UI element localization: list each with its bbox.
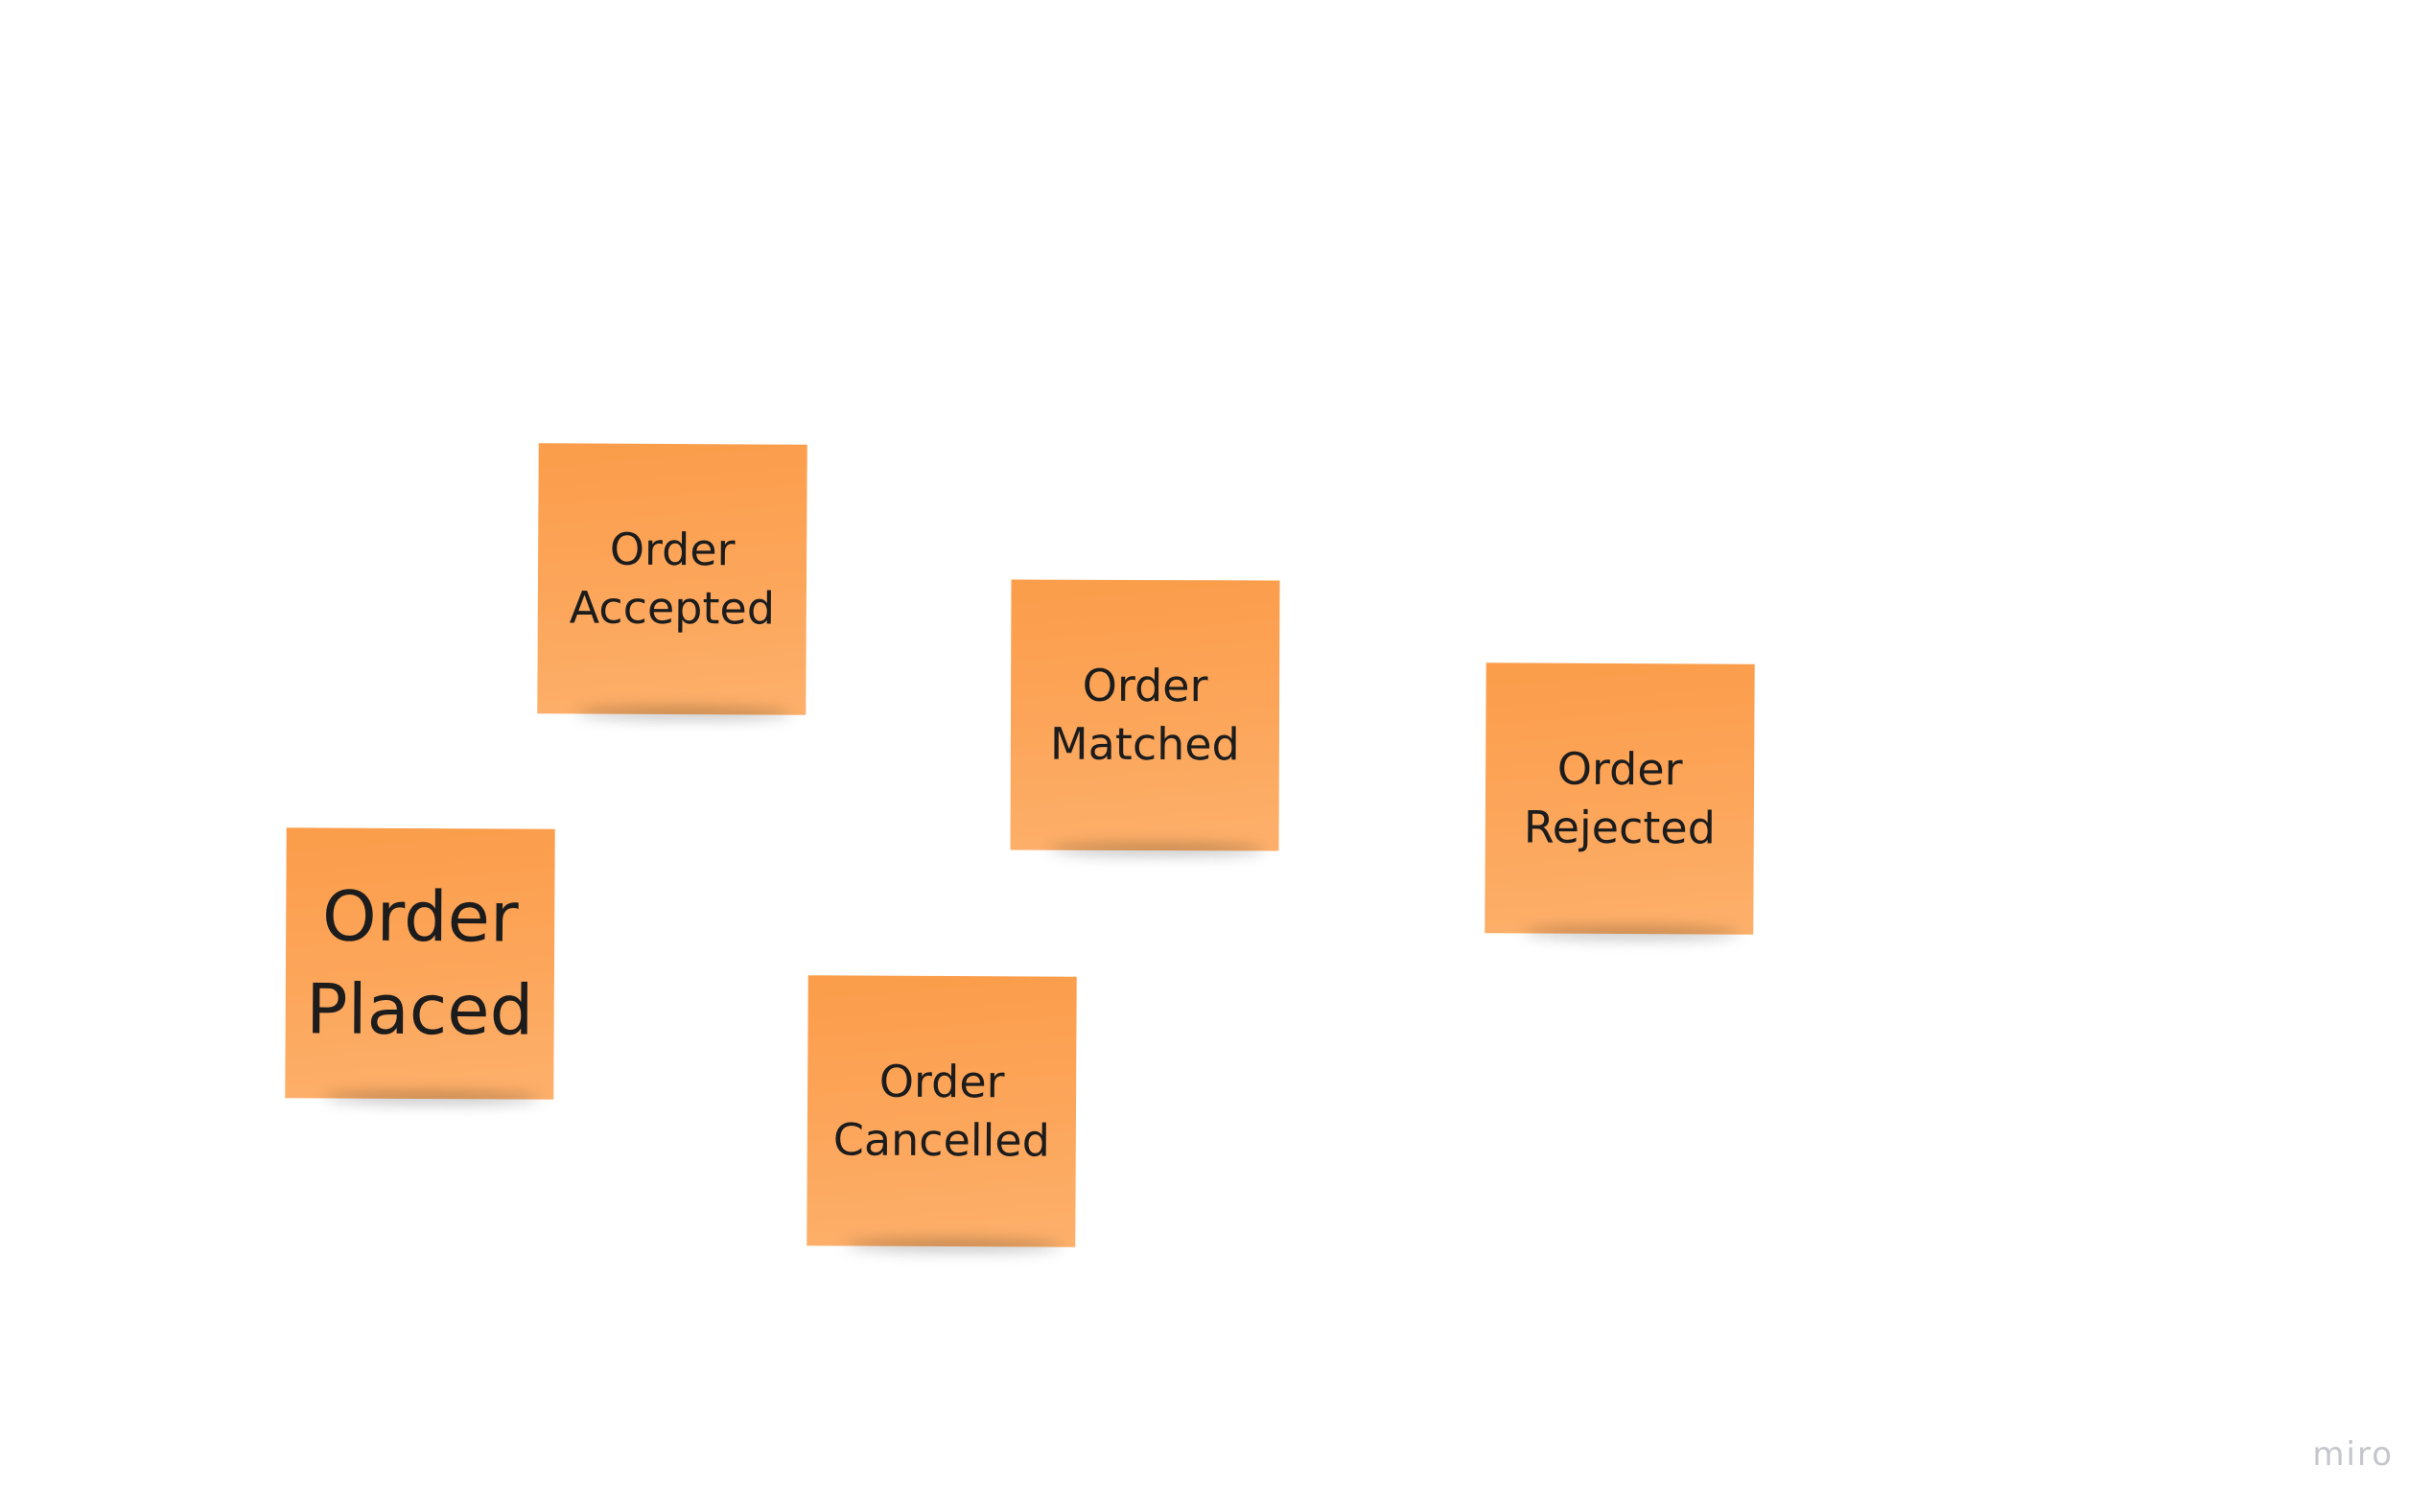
sticky-note-text: Order Placed [305, 875, 534, 1051]
sticky-note-order-cancelled[interactable]: Order Cancelled [807, 975, 1077, 1247]
sticky-note-order-rejected[interactable]: Order Rejected [1485, 663, 1755, 935]
sticky-note-text: Order Cancelled [832, 1055, 1051, 1167]
miro-logo: miro [2312, 1435, 2394, 1474]
sticky-note-text: Order Accepted [569, 523, 776, 635]
sticky-note-order-placed[interactable]: Order Placed [285, 827, 555, 1100]
sticky-note-text: Order Matched [1049, 660, 1240, 771]
sticky-note-order-accepted[interactable]: Order Accepted [537, 443, 807, 715]
sticky-note-text: Order Rejected [1523, 742, 1717, 854]
sticky-note-order-matched[interactable]: Order Matched [1010, 579, 1280, 851]
